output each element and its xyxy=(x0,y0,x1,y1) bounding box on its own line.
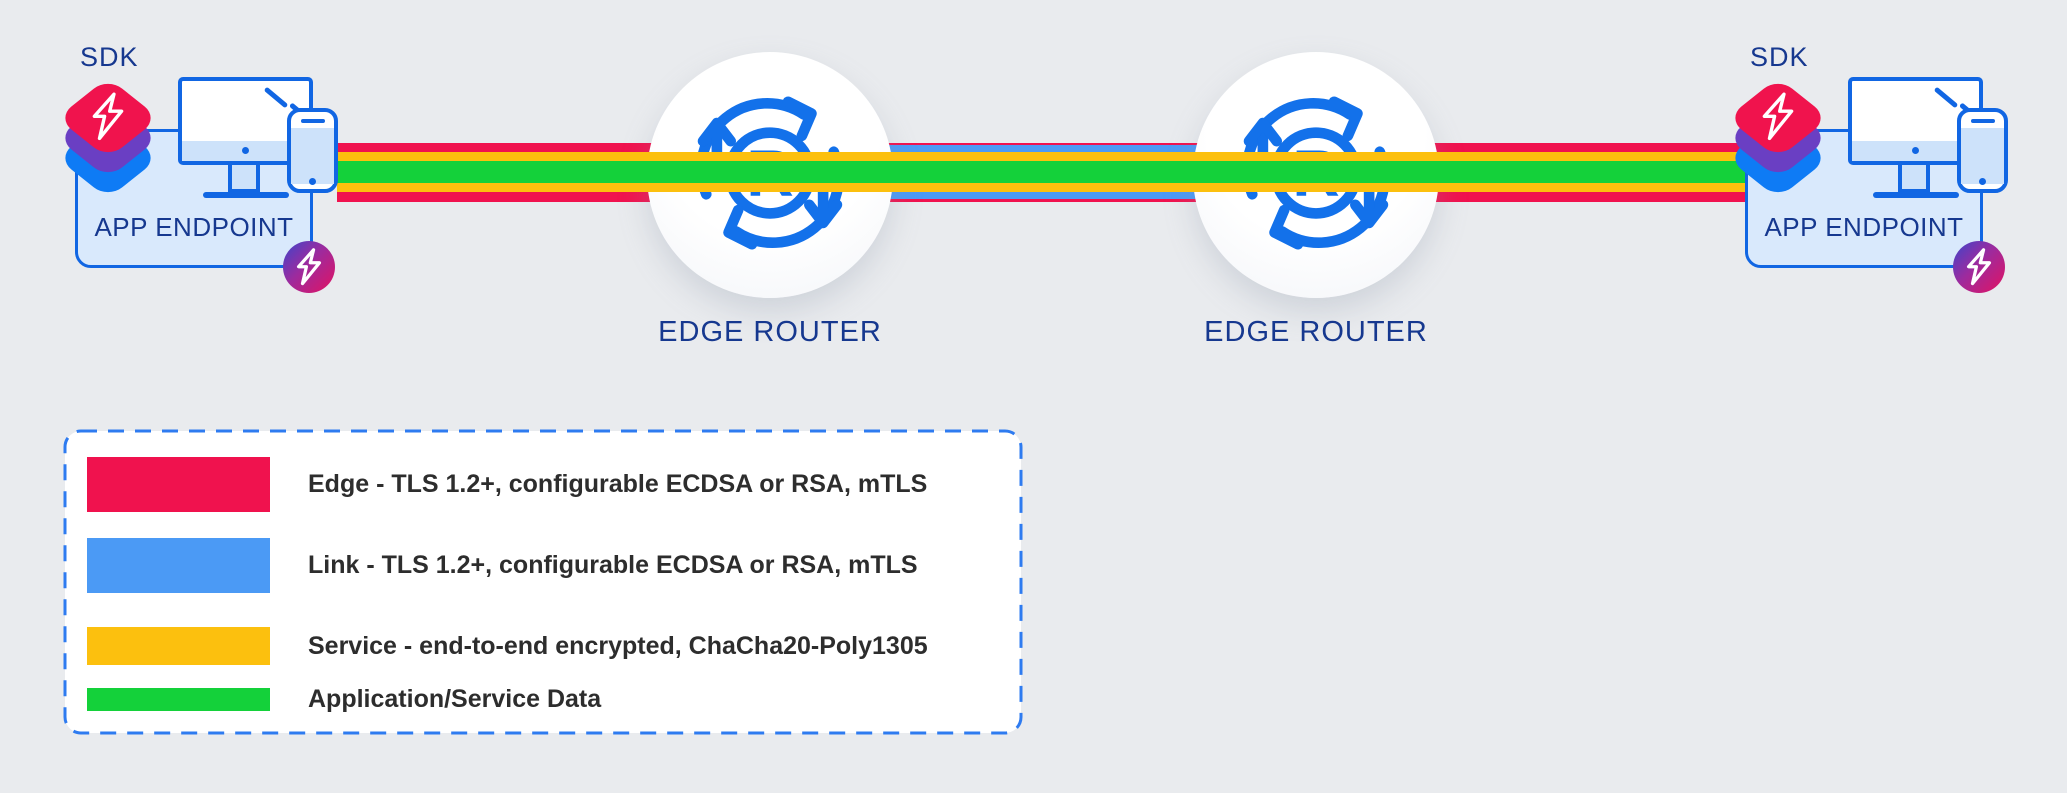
app-endpoint-left: SDK APP ENDPOINT xyxy=(57,40,358,302)
legend-swatch-service xyxy=(87,627,270,665)
legend-swatch-edge xyxy=(87,457,270,512)
legend-item-data: Application/Service Data xyxy=(87,685,999,713)
phone-screen xyxy=(1961,128,2004,184)
monitor-bezel xyxy=(1852,141,1979,161)
legend: Edge - TLS 1.2+, configurable ECDSA or R… xyxy=(63,429,1023,735)
edge-router-label-right: EDGE ROUTER xyxy=(1204,316,1428,348)
monitor-base xyxy=(203,192,289,198)
legend-label: Application/Service Data xyxy=(308,685,602,713)
ziti-bolt-icon xyxy=(296,248,322,286)
legend-item-service: Service - end-to-end encrypted, ChaCha20… xyxy=(87,627,999,665)
monitor-stand xyxy=(1898,162,1930,193)
phone-screen xyxy=(291,128,334,184)
monitor-bezel xyxy=(182,141,309,161)
phone-home-button xyxy=(309,178,316,185)
edge-router-label-left: EDGE ROUTER xyxy=(658,316,882,348)
sdk-label: SDK xyxy=(80,42,139,72)
app-endpoint-label: APP ENDPOINT xyxy=(94,212,294,242)
phone-icon xyxy=(287,108,338,193)
app-endpoint-right: SDK APP ENDPOINT xyxy=(1727,40,2028,302)
legend-dashed-border xyxy=(63,429,1023,735)
phone-home-button xyxy=(1979,178,1986,185)
ziti-bolt-icon xyxy=(1762,92,1794,141)
phone-icon xyxy=(1957,108,2008,193)
monitor-stand xyxy=(228,162,260,193)
monitor-base xyxy=(1873,192,1959,198)
legend-label: Link - TLS 1.2+, configurable ECDSA or R… xyxy=(308,551,918,579)
legend-item-link: Link - TLS 1.2+, configurable ECDSA or R… xyxy=(87,538,999,593)
phone-speaker xyxy=(300,119,325,123)
monitor-power-dot xyxy=(242,147,249,154)
legend-swatch-data xyxy=(87,688,270,711)
ziti-bolt-icon xyxy=(92,92,124,141)
sdk-label: SDK xyxy=(1750,42,1809,72)
legend-label: Edge - TLS 1.2+, configurable ECDSA or R… xyxy=(308,470,928,498)
phone-speaker xyxy=(1970,119,1995,123)
stripe-data xyxy=(337,161,1749,183)
legend-swatch-link xyxy=(87,538,270,593)
ziti-badge xyxy=(1953,241,2005,293)
app-endpoint-label: APP ENDPOINT xyxy=(1764,212,1964,242)
sdk-stack xyxy=(1727,40,1838,210)
monitor-power-dot xyxy=(1912,147,1919,154)
sdk-stack xyxy=(57,40,168,210)
ziti-bolt-icon xyxy=(1966,248,1992,286)
ziti-badge xyxy=(283,241,335,293)
legend-label: Service - end-to-end encrypted, ChaCha20… xyxy=(308,631,928,660)
legend-item-edge: Edge - TLS 1.2+, configurable ECDSA or R… xyxy=(87,457,999,512)
